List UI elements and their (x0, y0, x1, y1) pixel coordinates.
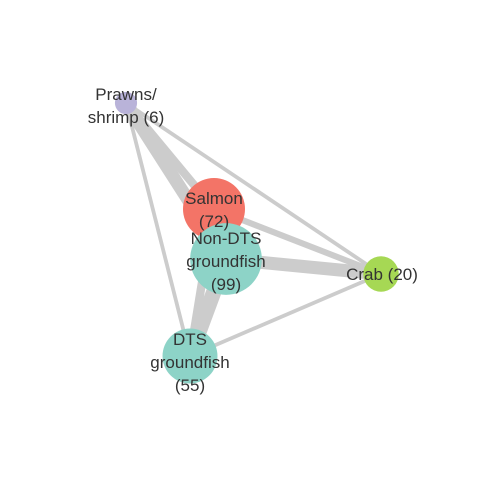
label-layer: Prawns/shrimp (6) Salmon (72)Non-DTS ground… (88, 85, 418, 395)
node-crab (363, 256, 399, 292)
node-non-dts (190, 223, 262, 295)
node-label-line: Non-DTS (191, 229, 262, 248)
node-label-non-dts: Non-DTS groundfish (99) (186, 229, 265, 294)
node-label-salmon: Salmon (72) (185, 189, 243, 231)
edge-dts-crab (189, 272, 382, 358)
node-label-line: DTS (173, 330, 207, 349)
node-label-crab: Crab (20) (346, 265, 418, 284)
node-label-line: Prawns/ (95, 85, 157, 104)
node-label-line: (99) (211, 275, 241, 294)
node-label-line: (72) (199, 212, 229, 231)
edge-prawns-dts (124, 102, 192, 357)
node-layer (114, 91, 399, 384)
node-label-line: groundfish (150, 353, 229, 372)
edge-prawns-crab (124, 101, 383, 276)
node-dts (162, 328, 218, 384)
node-label-line: groundfish (186, 252, 265, 271)
node-label-prawns: Prawns/shrimp (6) (88, 85, 165, 127)
node-label-line: shrimp (6) (88, 108, 165, 127)
node-label-line: Crab (20) (346, 265, 418, 284)
node-prawns (114, 91, 138, 115)
node-label-line: Salmon (185, 189, 243, 208)
node-label-line: (55) (175, 376, 205, 395)
node-label-dts: DTS groundfish (55) (150, 330, 229, 395)
